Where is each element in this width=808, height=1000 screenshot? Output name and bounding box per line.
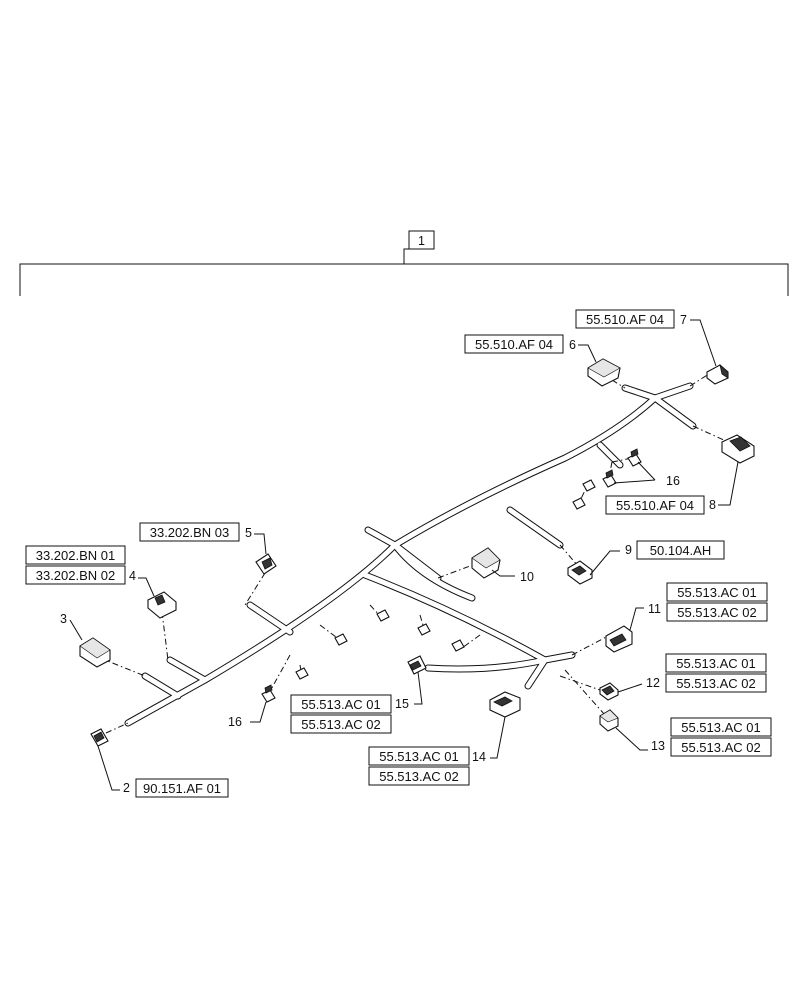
connector-5 [255, 553, 277, 575]
ref-55-510-af-04-item-8: 55.510.AF 04 [616, 498, 694, 513]
callout-8: 8 55.510.AF 04 [605, 461, 739, 515]
item-number-8: 8 [709, 498, 716, 512]
item-number-15: 15 [395, 697, 409, 711]
item-number-11: 11 [648, 602, 661, 616]
item-number-4: 4 [129, 569, 136, 583]
item-number-2: 2 [123, 781, 130, 795]
connector-9 [567, 560, 593, 585]
harness-segment [525, 657, 548, 689]
connector-4 [147, 591, 177, 619]
harness-segment [425, 657, 548, 672]
harness-segment [167, 657, 208, 683]
callout-4: 33.202.BN 01 33.202.BN 02 4 [25, 545, 155, 597]
connector-8 [721, 434, 755, 464]
connector-2 [90, 728, 109, 747]
ref-55-510-af-04-item-7: 55.510.AF 04 [586, 312, 664, 327]
clip-16-left [261, 684, 276, 703]
item-number-10: 10 [520, 570, 534, 584]
ref-55-513-ac-02-item-15: 55.513.AC 02 [301, 717, 381, 732]
item-number-5: 5 [245, 526, 252, 540]
connector-11 [605, 625, 633, 653]
connector-10 [471, 547, 501, 579]
harness-segment [362, 572, 575, 663]
callout-13: 13 55.513.AC 01 55.513.AC 02 [615, 717, 772, 757]
ref-55-513-ac-01-item-13: 55.513.AC 01 [681, 720, 761, 735]
connector-15 [407, 655, 427, 675]
callout-16-right: 16 [613, 461, 680, 488]
item-number-3: 3 [60, 612, 67, 626]
harness-segment [365, 527, 398, 548]
callout-15: 15 55.513.AC 01 55.513.AC 02 [290, 671, 423, 734]
callout-12: 12 55.513.AC 01 55.513.AC 02 [617, 653, 767, 693]
harness-segment [392, 542, 475, 601]
connector-6 [587, 358, 621, 387]
assembly-bracket: 1 [19, 230, 789, 296]
connector-7 [706, 363, 729, 385]
harness-segment [597, 442, 623, 468]
item-number-12: 12 [646, 676, 660, 690]
item-number-14: 14 [472, 750, 486, 764]
clip-16-right-b [602, 469, 617, 488]
item-number-16-right: 16 [666, 474, 680, 488]
ref-55-513-ac-02-item-14: 55.513.AC 02 [379, 769, 459, 784]
callout-10: 10 [491, 569, 534, 584]
item-number-7: 7 [680, 313, 687, 327]
harness-segment [142, 673, 181, 699]
harness-segment [125, 395, 658, 726]
item-number-9: 9 [625, 543, 632, 557]
harness-segment [622, 385, 658, 401]
callout-3: 3 [60, 612, 83, 641]
ref-55-510-af-04-item-6: 55.510.AF 04 [475, 337, 553, 352]
ref-50-104-ah: 50.104.AH [650, 543, 711, 558]
ref-33-202-bn-01: 33.202.BN 01 [36, 548, 116, 563]
item-number-13: 13 [651, 739, 665, 753]
ref-55-513-ac-01-item-14: 55.513.AC 01 [379, 749, 459, 764]
callout-11: 11 55.513.AC 01 55.513.AC 02 [629, 582, 768, 631]
callout-2: 2 90.151.AF 01 [97, 745, 229, 798]
ref-90-151-af-01: 90.151.AF 01 [143, 781, 221, 796]
ref-55-513-ac-02-item-11: 55.513.AC 02 [677, 605, 757, 620]
ref-55-513-ac-01-item-11: 55.513.AC 01 [677, 585, 757, 600]
ref-55-513-ac-01-item-12: 55.513.AC 01 [676, 656, 756, 671]
connector-leads [99, 371, 729, 734]
callout-14: 14 55.513.AC 01 55.513.AC 02 [368, 716, 506, 786]
ref-33-202-bn-03: 33.202.BN 03 [150, 525, 230, 540]
ref-55-513-ac-02-item-12: 55.513.AC 02 [676, 676, 756, 691]
harness-segment [507, 507, 563, 548]
ref-55-513-ac-01-item-15: 55.513.AC 01 [301, 697, 381, 712]
harness-segment-outline [124, 394, 659, 727]
callout-6: 55.510.AF 04 6 [464, 334, 597, 363]
callout-16-left: 16 [228, 701, 267, 729]
callout-7: 55.510.AF 04 7 [575, 309, 717, 367]
connector-12 [599, 682, 619, 701]
callout-9: 9 50.104.AH [589, 540, 725, 576]
ref-33-202-bn-02: 33.202.BN 02 [36, 568, 116, 583]
harness-segment [652, 395, 696, 429]
harness-fill [125, 383, 696, 726]
assembly-item-number: 1 [418, 234, 425, 248]
harness-segment [247, 602, 293, 635]
harness-trunk [124, 382, 697, 727]
connector-13 [599, 709, 619, 732]
connector-3 [79, 637, 111, 668]
harness-segment [652, 383, 693, 401]
ref-55-513-ac-02-item-13: 55.513.AC 02 [681, 740, 761, 755]
small-clips [295, 479, 596, 680]
connector-14 [489, 691, 521, 718]
item-number-16-left: 16 [228, 715, 242, 729]
clip-16-right-a [627, 448, 642, 467]
item-number-6: 6 [569, 338, 576, 352]
callout-5: 33.202.BN 03 5 [139, 522, 267, 555]
connectors [79, 358, 755, 747]
